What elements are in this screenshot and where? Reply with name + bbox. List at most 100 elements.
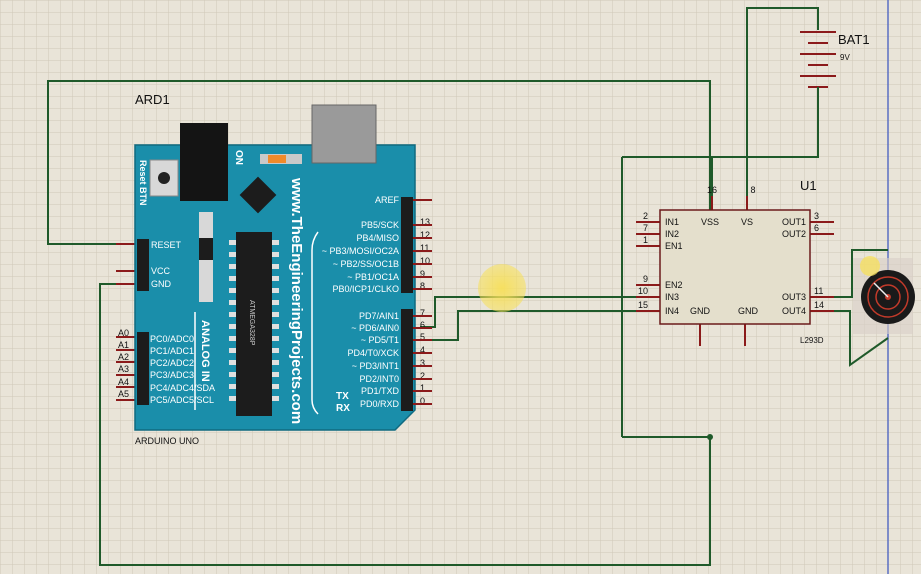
driver-left-pin-name-4: IN3 bbox=[665, 292, 679, 302]
pin-name-gnd-1: GND bbox=[690, 306, 711, 316]
battery-value-label: 9V bbox=[840, 53, 850, 62]
wire-junction bbox=[707, 434, 713, 440]
analog-pin-num-0: A0 bbox=[118, 328, 129, 338]
analog-pin-name-0: PC0/ADC0 bbox=[150, 334, 194, 344]
digital-pin-name-bottom-4: ~ PD3/INT1 bbox=[352, 361, 399, 371]
driver-left-pin-num-5: 15 bbox=[638, 300, 648, 310]
digital-header-top bbox=[401, 197, 413, 293]
driver-part-label: L293D bbox=[800, 336, 824, 345]
digital-pin-num-top-6: 8 bbox=[420, 281, 425, 291]
pin-name-gnd-2: GND bbox=[738, 306, 759, 316]
analog-pin-num-4: A4 bbox=[118, 377, 129, 387]
digital-bracket bbox=[311, 231, 319, 415]
digital-pin-num-bottom-3: 4 bbox=[420, 345, 425, 355]
on-led bbox=[268, 155, 286, 163]
atmega-chip-label: ATMEGA328P bbox=[248, 300, 255, 346]
driver-right-pin-num-2: 11 bbox=[814, 286, 823, 296]
arduino-part-label: ARDUINO UNO bbox=[135, 436, 199, 446]
pin-name-vs: VS bbox=[741, 217, 753, 227]
analog-pin-num-1: A1 bbox=[118, 340, 129, 350]
motor-ring-inner bbox=[875, 284, 901, 310]
digital-pin-num-top-3: 11 bbox=[420, 243, 429, 253]
driver-body bbox=[659, 209, 811, 325]
pin-label-vcc: VCC bbox=[151, 266, 171, 276]
digital-pin-name-bottom-3: PD4/T0/XCK bbox=[347, 348, 399, 358]
motor-ring-outer bbox=[867, 276, 909, 318]
digital-pin-name-top-4: ~ PB2/SS/OC1B bbox=[333, 259, 399, 269]
digital-pin-name-bottom-1: ~ PD6/AIN0 bbox=[351, 323, 399, 333]
driver-left-pin-name-2: EN1 bbox=[665, 241, 683, 251]
wire-out4-motor bbox=[834, 310, 889, 367]
motor-glow bbox=[860, 256, 880, 276]
driver-left-pin-name-3: EN2 bbox=[665, 280, 683, 290]
digital-pin-num-bottom-7: 0 bbox=[420, 396, 425, 406]
voltage-regulator-band bbox=[199, 238, 213, 260]
driver-left-pin-num-2: 1 bbox=[643, 235, 648, 245]
reset-btn-label: Reset BTN bbox=[138, 160, 148, 206]
digital-pin-name-top-1: PB5/SCK bbox=[361, 220, 399, 230]
analog-pin-num-5: A5 bbox=[118, 389, 129, 399]
driver-right-pin-num-3: 14 bbox=[814, 300, 824, 310]
analog-pin-name-4: PC4/ADC4/SDA bbox=[150, 383, 215, 393]
analog-pin-name-5: PC5/ADC5/SCL bbox=[150, 395, 214, 405]
wire-reset bbox=[47, 80, 711, 245]
digital-header-bottom bbox=[401, 309, 413, 411]
digital-pin-num-bottom-0: 7 bbox=[420, 308, 425, 318]
pin-num-16: 16 bbox=[707, 185, 717, 195]
analog-pin-name-3: PC3/ADC3 bbox=[150, 370, 194, 380]
analog-pin-name-1: PC1/ADC1 bbox=[150, 346, 194, 356]
battery-ref-label: BAT1 bbox=[838, 32, 870, 47]
dc-motor[interactable] bbox=[853, 256, 915, 334]
wire-gnd bbox=[99, 283, 711, 566]
driver-right-pin-num-1: 6 bbox=[814, 223, 819, 233]
analog-pin-labels: A0PC0/ADC0A1PC1/ADC1A2PC2/ADC2A3PC3/ADC3… bbox=[118, 328, 215, 405]
battery-bat1[interactable]: BAT1 9V bbox=[800, 31, 870, 95]
driver-left-pin-name-1: IN2 bbox=[665, 229, 679, 239]
rx-label: RX bbox=[336, 403, 350, 414]
chip-pins-left bbox=[229, 240, 236, 401]
arduino-ref-label: ARD1 bbox=[135, 92, 170, 107]
tx-label: TX bbox=[336, 391, 349, 402]
driver-left-pin-num-4: 10 bbox=[638, 286, 648, 296]
driver-pin-stubs bbox=[636, 196, 834, 346]
wire-out3-motor bbox=[834, 249, 888, 298]
digital-pin-name-top-5: ~ PB1/OC1A bbox=[347, 272, 399, 282]
digital-pin-num-top-5: 9 bbox=[420, 269, 425, 279]
website-label: www.TheEngineeringProjects.com bbox=[288, 177, 305, 424]
digital-pin-num-top-2: 12 bbox=[420, 230, 430, 240]
on-label: ON bbox=[233, 150, 244, 165]
analog-in-label: ANALOG IN bbox=[199, 320, 211, 382]
chip-pins-right bbox=[272, 240, 279, 401]
driver-left-pin-num-0: 2 bbox=[643, 211, 648, 221]
digital-pin-name-bottom-0: PD7/AIN1 bbox=[359, 311, 399, 321]
wire-bat-neg bbox=[712, 95, 819, 158]
analog-header bbox=[137, 332, 149, 405]
motor-indicator bbox=[873, 282, 889, 298]
digital-pin-num-bottom-4: 3 bbox=[420, 358, 425, 368]
wire-vs bbox=[746, 7, 819, 210]
pin-name-vss: VSS bbox=[701, 217, 719, 227]
power-header bbox=[137, 239, 149, 291]
digital-pin-name-top-0: AREF bbox=[375, 195, 400, 205]
driver-right-pin-name-3: OUT4 bbox=[782, 306, 806, 316]
driver-right-pin-name-0: OUT1 bbox=[782, 217, 806, 227]
cursor-highlight bbox=[478, 264, 526, 312]
digital-pin-num-bottom-2: 5 bbox=[420, 332, 425, 342]
digital-pin-name-bottom-2: ~ PD5/T1 bbox=[361, 335, 399, 345]
pin-label-reset: RESET bbox=[151, 240, 182, 250]
usb-connector bbox=[311, 104, 377, 164]
analog-pin-num-3: A3 bbox=[118, 364, 129, 374]
digital-pin-name-bottom-7: PD0/RXD bbox=[360, 399, 400, 409]
l293d-driver[interactable]: U1 16 8 VSS VS 2IN17IN21EN19EN210IN315IN… bbox=[636, 178, 834, 346]
driver-left-pin-name-5: IN4 bbox=[665, 306, 679, 316]
digital-pin-name-bottom-6: PD1/TXD bbox=[361, 386, 400, 396]
driver-left-pin-num-3: 9 bbox=[643, 274, 648, 284]
digital-pin-name-top-6: PB0/ICP1/CLKO bbox=[332, 284, 399, 294]
arduino-right-pins bbox=[413, 199, 432, 405]
arduino-board[interactable]: ARD1 Reset BTN ON www.TheEngi bbox=[116, 92, 432, 446]
power-jack bbox=[180, 123, 228, 201]
digital-pin-name-bottom-5: PD2/INT0 bbox=[359, 374, 399, 384]
wire-pd5-in4 bbox=[420, 310, 660, 341]
